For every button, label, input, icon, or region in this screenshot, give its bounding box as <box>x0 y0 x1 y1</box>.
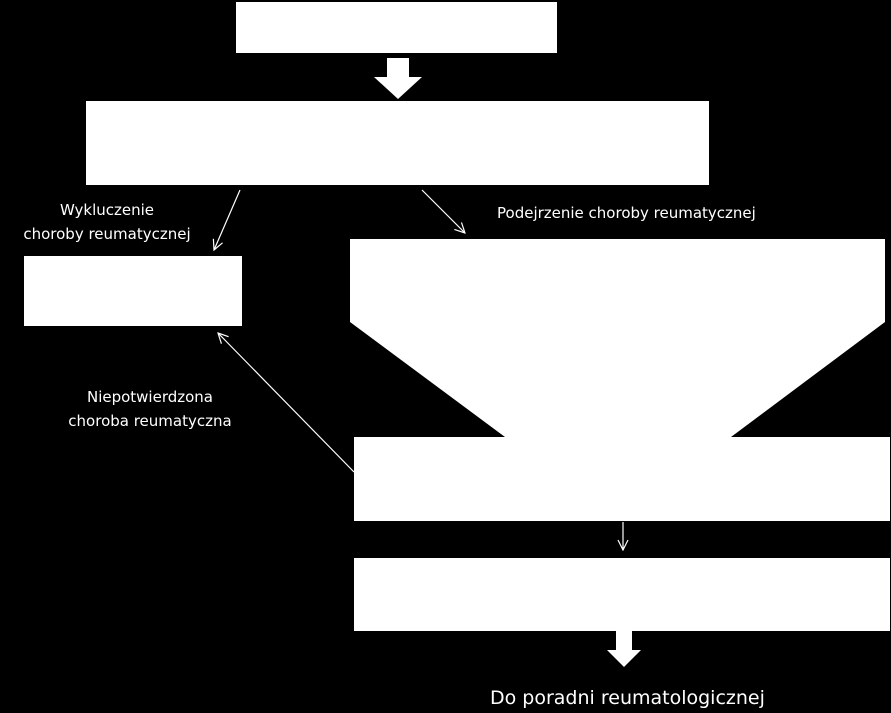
diagnostics-box <box>354 437 890 521</box>
not-confirmed-label-line2: choroba reumatyczna <box>68 412 232 430</box>
block-arrow-down-bottom <box>607 631 641 667</box>
exclusion-label-line2: choroby reumatycznej <box>23 225 191 243</box>
referral-label: Do poradni reumatologicznej <box>490 687 765 709</box>
exclusion-label: Wykluczenie choroby reumatycznej <box>2 198 212 246</box>
arrow-not-confirmed <box>218 333 355 473</box>
arrow-to-exclusion <box>214 189 241 250</box>
not-confirmed-label: Niepotwierdzona choroba reumatyczna <box>50 385 250 433</box>
exclusion-box <box>24 256 242 326</box>
assessment-box <box>86 101 709 185</box>
arrow-to-suspicion <box>421 189 465 233</box>
treatment-box <box>354 558 890 631</box>
block-arrow-down-top <box>374 58 422 99</box>
top-box <box>236 2 557 53</box>
suspicion-label: Podejrzenie choroby reumatycznej <box>497 204 756 222</box>
exclusion-label-line1: Wykluczenie <box>59 201 155 219</box>
not-confirmed-label-line1: Niepotwierdzona <box>86 388 214 406</box>
funnel-box <box>350 239 885 437</box>
